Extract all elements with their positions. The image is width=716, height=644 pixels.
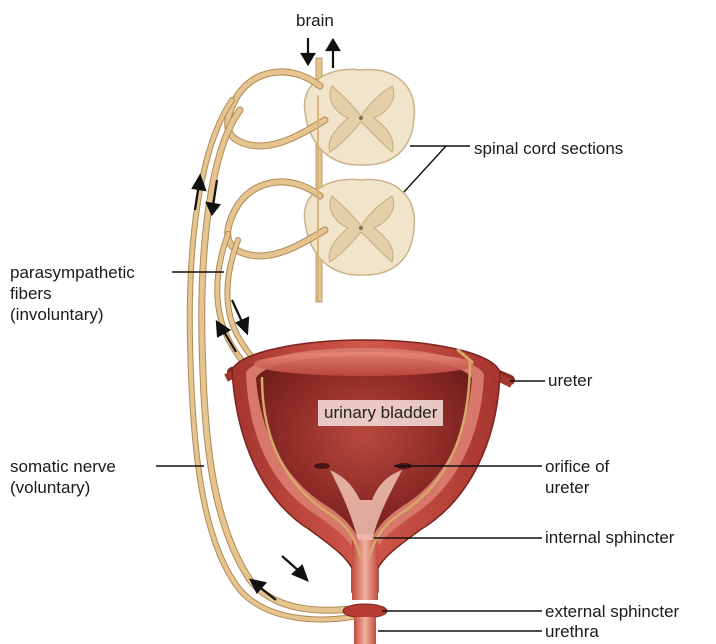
arrow-somatic-down — [282, 556, 307, 580]
external-sphincter-label: external sphincter — [545, 601, 679, 622]
brain-arrow-up — [327, 40, 339, 68]
urinary-bladder — [232, 340, 500, 600]
brain-arrow-down — [302, 38, 314, 64]
spinal-cord-sections-label: spinal cord sections — [474, 138, 623, 159]
urinary-bladder-label: urinary bladder — [318, 400, 443, 426]
somatic-nerve-label: somatic nerve (voluntary) — [10, 456, 116, 498]
internal-sphincter-label: internal sphincter — [545, 527, 674, 548]
external-sphincter — [343, 604, 387, 644]
parasympathetic-fibers-label: parasympathetic fibers (involuntary) — [10, 262, 135, 325]
brain-label: brain — [296, 10, 334, 31]
urethra-label: urethra — [545, 621, 599, 642]
ureter-label: ureter — [548, 370, 592, 391]
orifice-of-ureter-label: orifice of ureter — [545, 456, 609, 498]
